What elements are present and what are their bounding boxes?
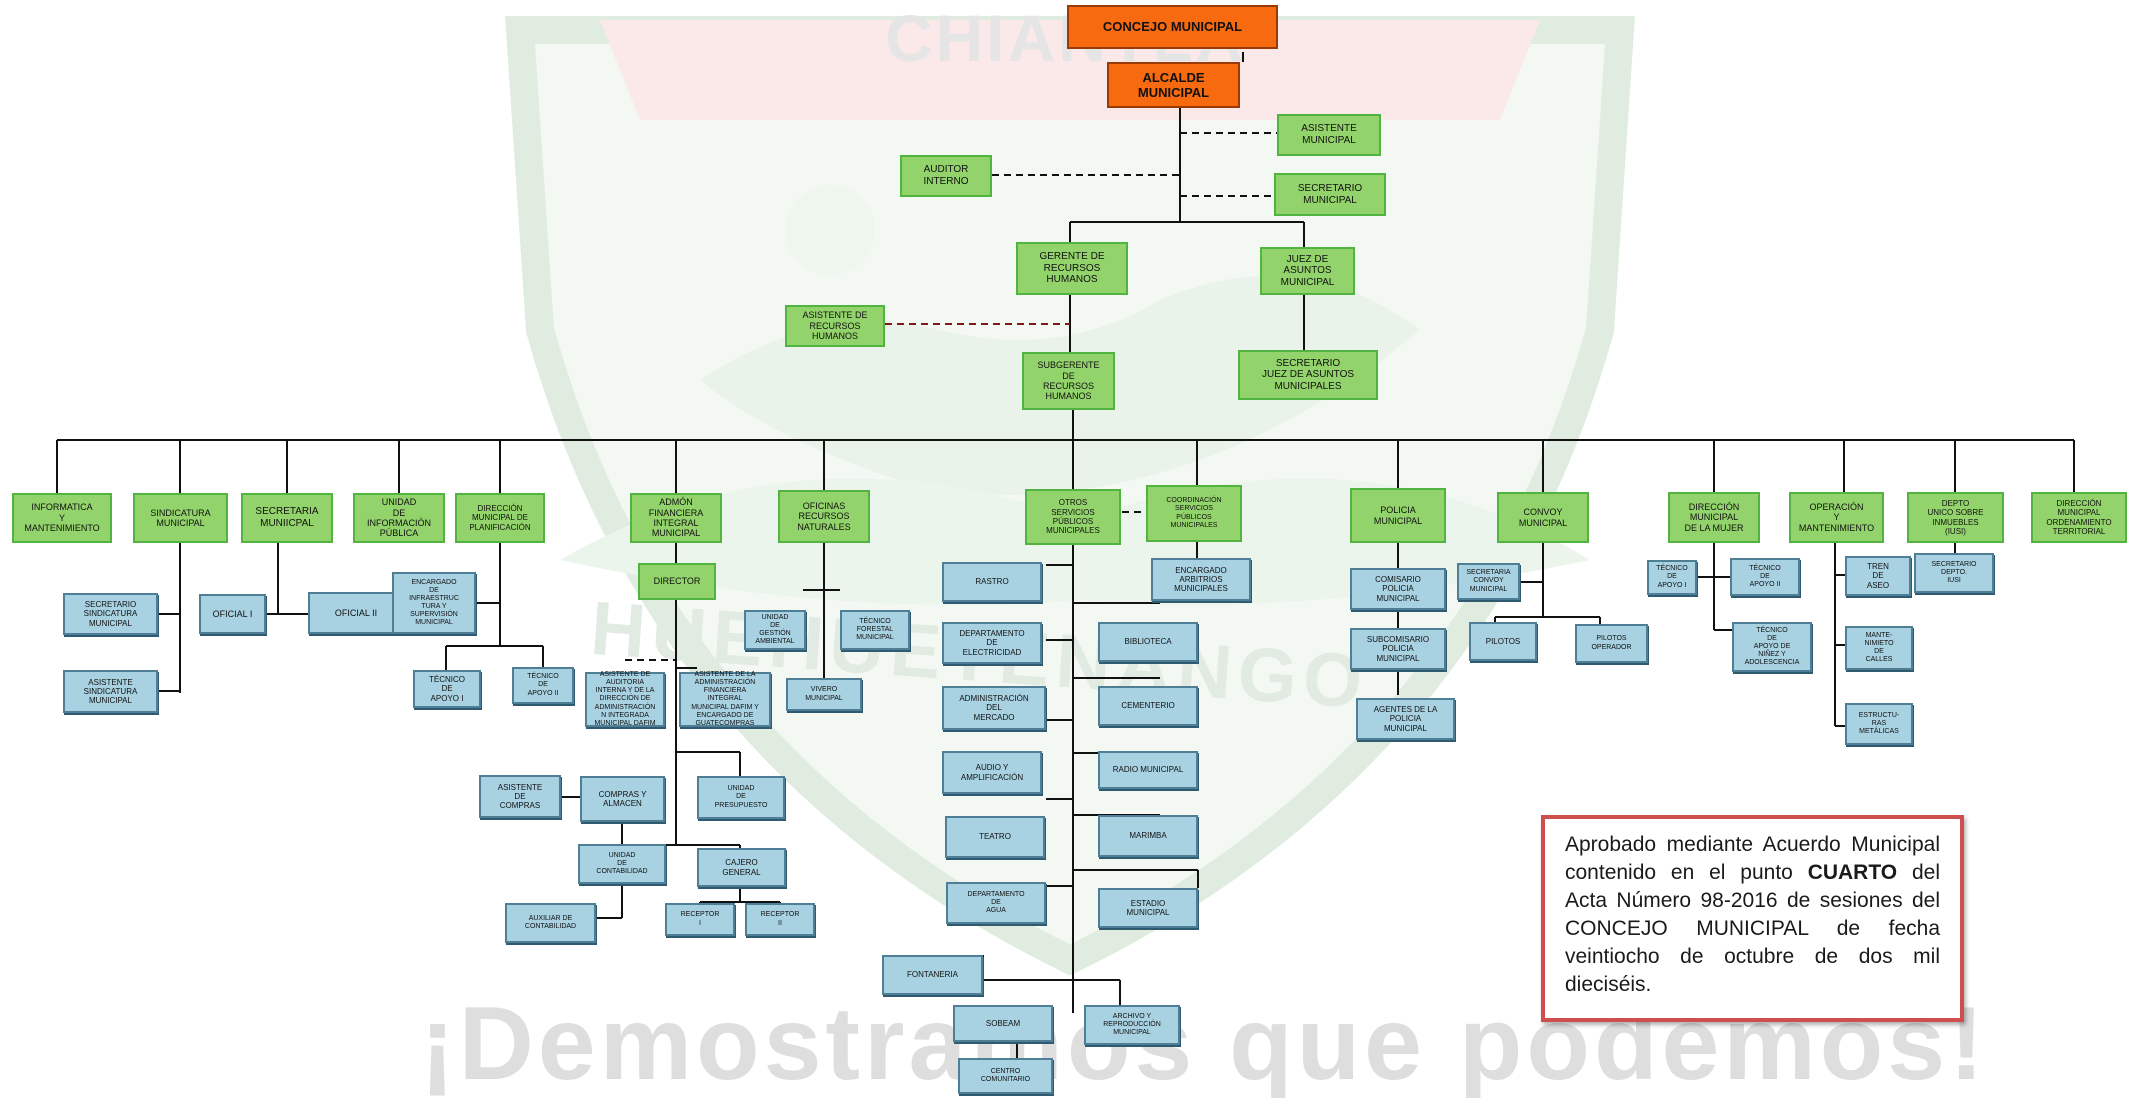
subcomisario-policia-box: SUBCOMISARIO POLICIA MUNICIPAL: [1350, 628, 1446, 670]
centro-comunitario-box: CENTRO COMUNITARIO: [958, 1058, 1053, 1094]
marimba-box: MARIMBA: [1098, 815, 1198, 857]
operacion-mantenimiento-box: OPERACIÓN Y MANTENIMIENTO: [1789, 492, 1884, 543]
secretario-municipal-box: SECRETARIO MUNICIPAL: [1274, 173, 1386, 216]
administracion-mercado-box: ADMINISTRACIÓN DEL MERCADO: [942, 686, 1046, 730]
asistente-administracion-financiera-box: ASISTENTE DE LA ADMINISTRACIÓN FINANCIER…: [679, 671, 771, 727]
note-text-end: del Acta Número 98-2016 de sesiones del …: [1565, 861, 1941, 996]
secretaria-municipal-box: SECRETARIA MUNIICPAL: [241, 493, 333, 543]
note-text-start: Aprobado mediante Acuerdo Municipal cont…: [1565, 833, 1940, 884]
sindicatura-box: SINDICATURA MUNICIPAL: [133, 493, 228, 543]
asistente-sindicatura-box: ASISTENTE SINDICATURA MUNICIPAL: [63, 670, 158, 713]
tecnico-apoyo-ii-dmp-box: TÉCNICO DE APOYO II: [512, 667, 574, 704]
cajero-general-box: CAJERO GENERAL: [697, 848, 786, 887]
oficinas-recursos-naturales-box: OFICINAS RECURSOS NATURALES: [778, 490, 870, 543]
fontaneria-box: FONTANERIA: [882, 955, 983, 995]
oficial-ii-box: OFICIAL II: [308, 592, 404, 634]
otros-servicios-publicos-box: OTROS SERVICIOS PÚBLICOS MUNICIPALES: [1025, 489, 1121, 545]
coordinacion-servicios-box: COORDINACIÓN SERVICIOS PÚBLICOS MUNICIPA…: [1146, 485, 1242, 542]
encargado-infraestructura-box: ENCARGADO DE INFRAESTRUC TURA Y SUPERVIS…: [392, 572, 476, 634]
juez-asuntos-municipal-box: JUEZ DE ASUNTOS MUNICIPAL: [1260, 247, 1355, 295]
depto-iusi-box: DEPTO UNICO SOBRE INMUEBLES (IUSI): [1907, 492, 2004, 543]
approval-note: Aprobado mediante Acuerdo Municipal cont…: [1541, 815, 1964, 1022]
mantenimiento-calles-box: MANTE- NIMIETO DE CALLES: [1845, 626, 1913, 670]
unidad-presupuesto-box: UNIDAD DE PRESUPUESTO: [697, 776, 785, 819]
vivero-municipal-box: VIVERO MUNICIPAL: [786, 678, 862, 711]
auditor-interno-box: AUDITOR INTERNO: [900, 155, 992, 197]
biblioteca-box: BIBLIOTECA: [1098, 622, 1198, 662]
informatica-box: INFORMATICA Y MANTENIMIENTO: [12, 493, 112, 543]
asistente-auditoria-box: ASISTENTE DE AUDITORIA INTERNA Y DE LA D…: [585, 671, 665, 727]
comisario-policia-box: COMISARIO POLICIA MUNICIPAL: [1350, 568, 1446, 610]
ordenamiento-territorial-box: DIRECCIÓN MUNICIPAL ORDENAMIENTO TERRITO…: [2031, 492, 2127, 543]
tecnico-ninez-box: TÉCNICO DE APOYO DE NIÑEZ Y ADOLESCENCIA: [1732, 622, 1812, 672]
director-box: DIRECTOR: [638, 563, 716, 600]
agentes-policia-box: AGENTES DE LA POLICIA MUNICIPAL: [1356, 698, 1455, 740]
unidad-informacion-publica-box: UNIDAD DE INFORMACIÓN PÚBLICA: [353, 493, 445, 543]
policia-municipal-box: POLICIA MUNICIPAL: [1350, 488, 1446, 543]
gerente-recursos-humanos-box: GERENTE DE RECURSOS HUMANOS: [1016, 242, 1128, 295]
radio-municipal-box: RADIO MUNICIPAL: [1098, 751, 1198, 789]
tecnico-forestal-box: TÉCNICO FORESTAL MUNICIPAL: [840, 610, 910, 650]
unidad-contabilidad-box: UNIDAD DE CONTABILIDAD: [578, 844, 666, 884]
oficial-i-box: OFICIAL I: [199, 594, 266, 634]
estructuras-metalicas-box: ESTRUCTU- RAS METÁLICAS: [1845, 703, 1913, 745]
encargado-arbitrios-box: ENCARGADO ARBITRIOS MUNICIPALES: [1151, 558, 1251, 601]
tecnico-apoyo-i-mujer-box: TÉCNICO DE APOYO I: [1647, 560, 1697, 595]
tren-aseo-box: TREN DE ASEO: [1845, 556, 1911, 596]
asistente-municipal-box: ASISTENTE MUNICIPAL: [1277, 114, 1381, 156]
admon-financiera-box: ADMÓN FINANCIERA INTEGRAL MUNICIPAL: [630, 493, 722, 543]
tecnico-apoyo-ii-mujer-box: TÉCNICO DE APOYO II: [1730, 558, 1800, 596]
secretario-iusi-box: SECRETARIO DEPTO. IUSI: [1914, 553, 1994, 593]
subgerente-recursos-humanos-box: SUBGERENTE DE RECURSOS HUMANOS: [1022, 352, 1115, 410]
estadio-municipal-box: ESTADIO MUNICIPAL: [1098, 888, 1198, 928]
pilotos-operador-box: PILOTOS OPERADOR: [1575, 624, 1648, 663]
receptor-i-box: RECEPTOR I: [665, 903, 735, 936]
concejo-municipal-box: CONCEJO MUNICIPAL: [1067, 5, 1278, 49]
compras-almacen-box: COMPRAS Y ALMACEN: [580, 776, 665, 822]
departamento-agua-box: DEPARTAMENTO DE AGUA: [946, 882, 1046, 924]
tecnico-apoyo-i-dmp-box: TÉCNICO DE APOYO I: [413, 670, 481, 708]
pilotos-box: PILOTOS: [1469, 622, 1537, 661]
cementerio-box: CEMENTERIO: [1098, 686, 1198, 726]
unidad-gestion-ambiental-box: UNIDAD DE GESTIÓN AMBIENTAL: [744, 610, 806, 650]
receptor-ii-box: RECEPTOR II: [745, 903, 815, 936]
departamento-electricidad-box: DEPARTAMENTO DE ELECTRICIDAD: [942, 622, 1042, 664]
teatro-box: TEATRO: [945, 816, 1045, 858]
convoy-municipal-box: CONVOY MUNICIPAL: [1497, 492, 1589, 543]
asistente-compras-box: ASISTENTE DE COMPRAS: [479, 775, 561, 818]
secretario-juez-box: SECRETARIO JUEZ DE ASUNTOS MUNICIPALES: [1238, 350, 1378, 400]
direccion-mujer-box: DIRECCIÓN MUNICIPAL DE LA MUJER: [1668, 492, 1760, 543]
secretario-sindicatura-box: SECRETARIO SINDICATURA MUNICIPAL: [63, 593, 158, 635]
asistente-recursos-humanos-box: ASISTENTE DE RECURSOS HUMANOS: [785, 305, 885, 347]
sobeam-box: SOBEAM: [953, 1005, 1053, 1042]
note-bold-text: CUARTO: [1807, 861, 1898, 884]
archivo-reproduccion-box: ARCHIVO Y REPRODUCCIÓN MUNICIPAL: [1084, 1005, 1180, 1045]
rastro-box: RASTRO: [942, 562, 1042, 602]
alcalde-municipal-box: ALCALDE MUNICIPAL: [1107, 62, 1240, 108]
secretaria-convoy-box: SECRETARIA CONVOY MUNICIPAL: [1457, 563, 1520, 600]
direccion-planificacion-box: DIRECCIÓN MUNICIPAL DE PLANIFICACIÓN: [455, 493, 545, 543]
audio-amplificacion-box: AUDIO Y AMPLIFICACIÓN: [942, 751, 1042, 794]
auxiliar-contabilidad-box: AUXILIAR DE CONTABILIDAD: [505, 903, 596, 943]
